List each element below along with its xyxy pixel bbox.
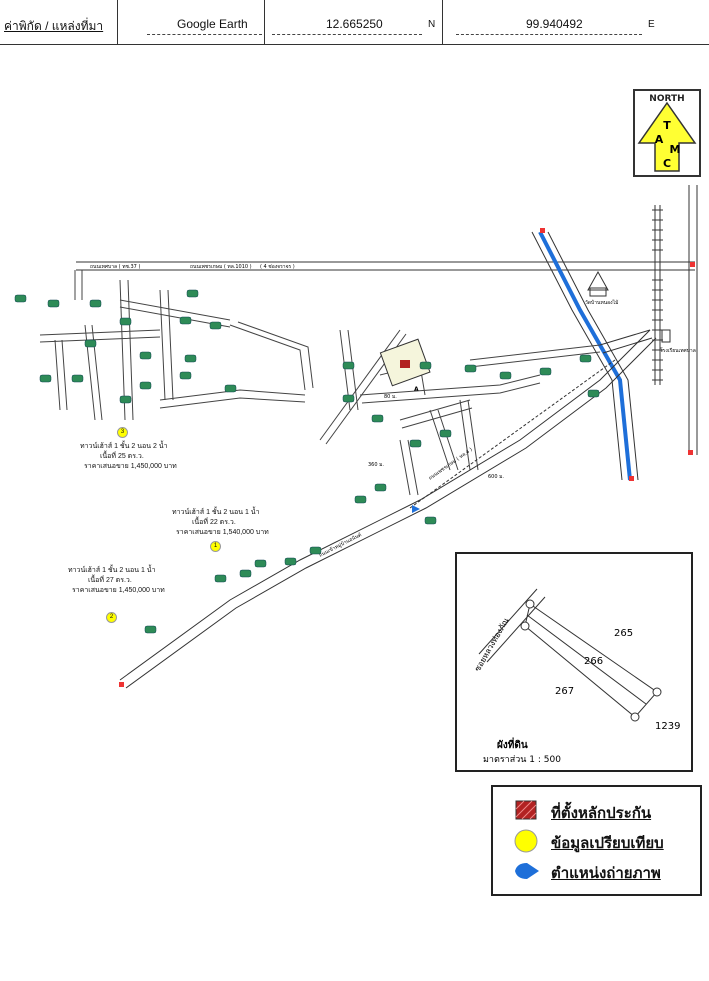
north-letter-t: T (663, 119, 671, 132)
coordinate-header: ค่าพิกัด / แหล่งที่มา Google Earth 12.66… (0, 0, 709, 45)
north-letter-c: C (663, 157, 671, 170)
header-source-cell: Google Earth (117, 0, 265, 44)
subject-property-estate (379, 338, 431, 387)
comparable-1-line2: เนื้อที่ 22 ตร.ว. (192, 519, 236, 526)
subject-property-marker (400, 360, 410, 368)
house-icons (14, 289, 600, 634)
distance-line (409, 359, 616, 509)
point-a-label: A (414, 386, 419, 393)
temple-label: วัดบ้านหนองไม้ (585, 299, 618, 306)
legend-collateral-label: ที่ตั้งหลักประกัน (551, 804, 652, 822)
comparable-2-line2: เนื้อที่ 27 ตร.ว. (88, 577, 132, 584)
highway-road (688, 185, 698, 455)
comparable-marker-3: 3 (117, 427, 128, 438)
longitude-underline (456, 34, 642, 35)
main-road (76, 261, 695, 271)
header-label: ค่าพิกัด / แหล่งที่มา (4, 19, 104, 33)
source-underline (147, 34, 262, 35)
north-letter-m: M (670, 143, 681, 156)
latitude-direction: N (428, 19, 436, 30)
header-source: Google Earth (177, 17, 248, 31)
header-label-cell: ค่าพิกัด / แหล่งที่มา (0, 0, 118, 44)
comparable-3: 3 ทาวน์เฮ้าส์ 1 ชั้น 2 นอน 2 น้ำ เนื้อที… (80, 427, 210, 472)
legend-photo-label: ตำแหน่งถ่ายภาพ (551, 864, 661, 882)
north-arrow-icon: NORTH T A M C (637, 94, 697, 172)
longitude-value: 99.940492 (526, 17, 583, 31)
lot-1239: 1239 (655, 721, 680, 732)
comparable-1-line1: ทาวน์เฮ้าส์ 1 ชั้น 2 นอน 1 น้ำ (172, 509, 260, 516)
road-lower-label: ถนนเข้าหมู่บ้านอนันต์ (318, 531, 363, 559)
comparable-3-line1: ทาวน์เฮ้าส์ 1 ชั้น 2 นอน 2 น้ำ (80, 443, 168, 450)
header-latitude-cell: 12.665250 N (264, 0, 443, 44)
local-streets (39, 270, 314, 421)
longitude-direction: E (648, 19, 655, 30)
comparable-marker-2: 2 (106, 612, 117, 623)
north-arrow: NORTH T A M C (633, 89, 701, 177)
photo-position-icon (412, 505, 420, 513)
comparable-1: ทาวน์เฮ้าส์ 1 ชั้น 2 นอน 1 น้ำ เนื้อที่ … (172, 508, 302, 552)
temple-icon (587, 270, 609, 297)
lot-265: 265 (614, 628, 633, 639)
school-label: โรงเรียนเทศบาล (660, 347, 696, 354)
inset-road-label: ซอยหลวงท่องภัณ (473, 616, 511, 673)
header-longitude-cell: 99.940492 E (442, 0, 709, 44)
location-map: ถนนเพชรเกษม ( ทล.1010 ) ( 4 ช่องจราจร ) … (14, 185, 698, 689)
north-title: NORTH (649, 94, 684, 104)
junction-road (599, 329, 653, 354)
plot-plan-inset: 265 266 267 1239 ซอยหลวงท่องภัณ ผังที่ดิ… (455, 552, 693, 772)
comparable-3-line2: เนื้อที่ 25 ตร.ว. (100, 453, 144, 460)
latitude-underline (272, 34, 422, 35)
comparable-3-line3: ราคาเสนอขาย 1,450,000 บาท (84, 463, 177, 470)
road-side-label: ถนนเทศบาล ( ทช.37 ) (90, 264, 140, 270)
distance-80-label: 80 ม. (384, 394, 397, 400)
railway (652, 205, 663, 385)
lot-267: 267 (555, 686, 574, 697)
road-highway-label: ถนนเพชรเกษม ( ทล.4 ) (428, 447, 474, 482)
road-lanes-label: ( 4 ช่องจราจร ) (260, 264, 295, 270)
plot-plan-drawing: 265 266 267 1239 ซอยหลวงท่องภัณ ผังที่ดิ… (473, 588, 680, 765)
map-legend: ที่ตั้งหลักประกัน ข้อมูลเปรียบเทียบ ตำแห… (491, 785, 702, 896)
legend-comparison-label: ข้อมูลเปรียบเทียบ (551, 834, 664, 852)
comparable-2-line3: ราคาเสนอขาย 1,450,000 บาท (72, 587, 165, 594)
inset-scale: มาตราส่วน 1 : 500 (483, 755, 561, 765)
distance-600-label: 600 ม. (488, 474, 504, 480)
inset-title: ผังที่ดิน (497, 737, 528, 751)
lower-main-road (119, 329, 657, 689)
north-letter-a: A (655, 133, 664, 146)
blue-arrow-icon (515, 863, 539, 879)
latitude-value: 12.665250 (326, 17, 383, 31)
red-hatched-square-icon (515, 800, 537, 820)
comparable-marker-1: 1 (210, 541, 221, 552)
red-road-markers (119, 228, 695, 687)
central-streets (319, 329, 601, 496)
lot-266: 266 (584, 656, 603, 667)
road-main-label: ถนนเพชรเกษม ( ทล.1010 ) (190, 264, 252, 270)
comparable-1-line3: ราคาเสนอขาย 1,540,000 บาท (176, 529, 269, 536)
school-icon (661, 329, 671, 343)
comparable-2-line1: ทาวน์เฮ้าส์ 1 ชั้น 2 นอน 1 น้ำ (68, 567, 156, 574)
yellow-circle-icon (514, 829, 538, 853)
comparable-2: ทาวน์เฮ้าส์ 1 ชั้น 2 นอน 1 น้ำ เนื้อที่ … (68, 566, 198, 623)
distance-360-label: 360 ม. (368, 462, 384, 468)
